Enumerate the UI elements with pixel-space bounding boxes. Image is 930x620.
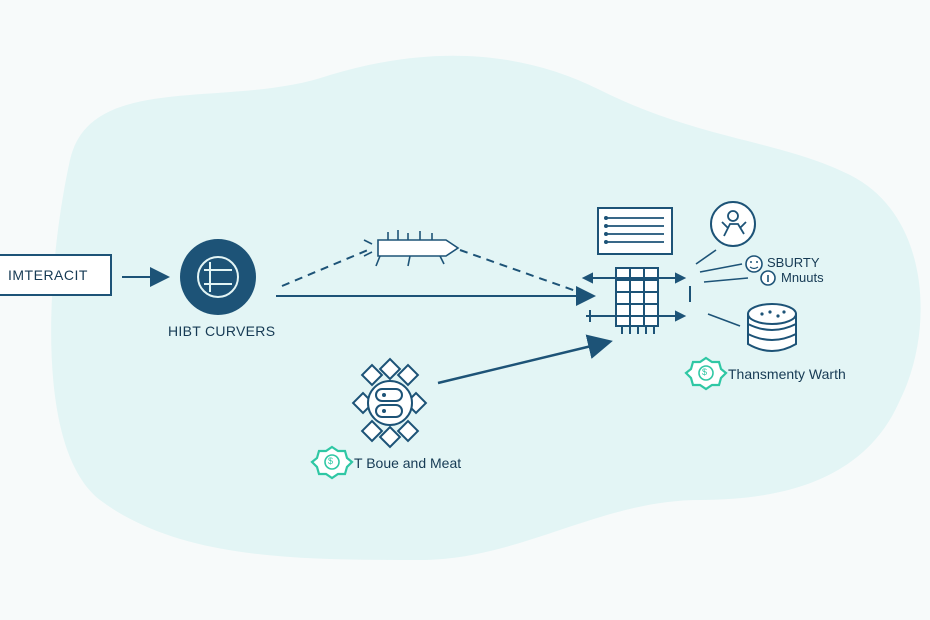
person-icon: [710, 201, 756, 247]
cluster-badge-text: $: [328, 456, 334, 466]
input-box[interactable]: IMTERACIT: [0, 254, 112, 296]
fan-out-lines: [695, 249, 749, 327]
cluster-gear-icon: [351, 357, 428, 449]
smile-icon: [745, 255, 763, 273]
background-blob: [51, 55, 921, 560]
hub-label: HIBT CURVERS: [168, 323, 276, 339]
dashed-path-down: [459, 249, 591, 297]
list-panel-icon: [597, 207, 673, 255]
storage-badge-icon: [684, 356, 728, 391]
crawler-icon: [363, 230, 460, 267]
arrow-cluster-to-stack: [437, 334, 613, 385]
database-icon: [747, 303, 797, 352]
storage-label: Thansmenty Warth: [728, 366, 846, 382]
cluster-badge-icon: [310, 445, 354, 480]
storage-badge-text: $: [702, 367, 708, 377]
info-icon: [760, 270, 776, 286]
cluster-label: T Boue and Meat: [354, 455, 462, 471]
security-label-2: Mnuuts: [781, 270, 824, 285]
input-box-label: IMTERACIT: [8, 267, 88, 283]
dashed-path-up: [281, 249, 369, 287]
hub-icon: [180, 239, 256, 315]
security-label-1: SBURTY: [767, 255, 820, 270]
bidirectional-arrows: [581, 272, 691, 322]
